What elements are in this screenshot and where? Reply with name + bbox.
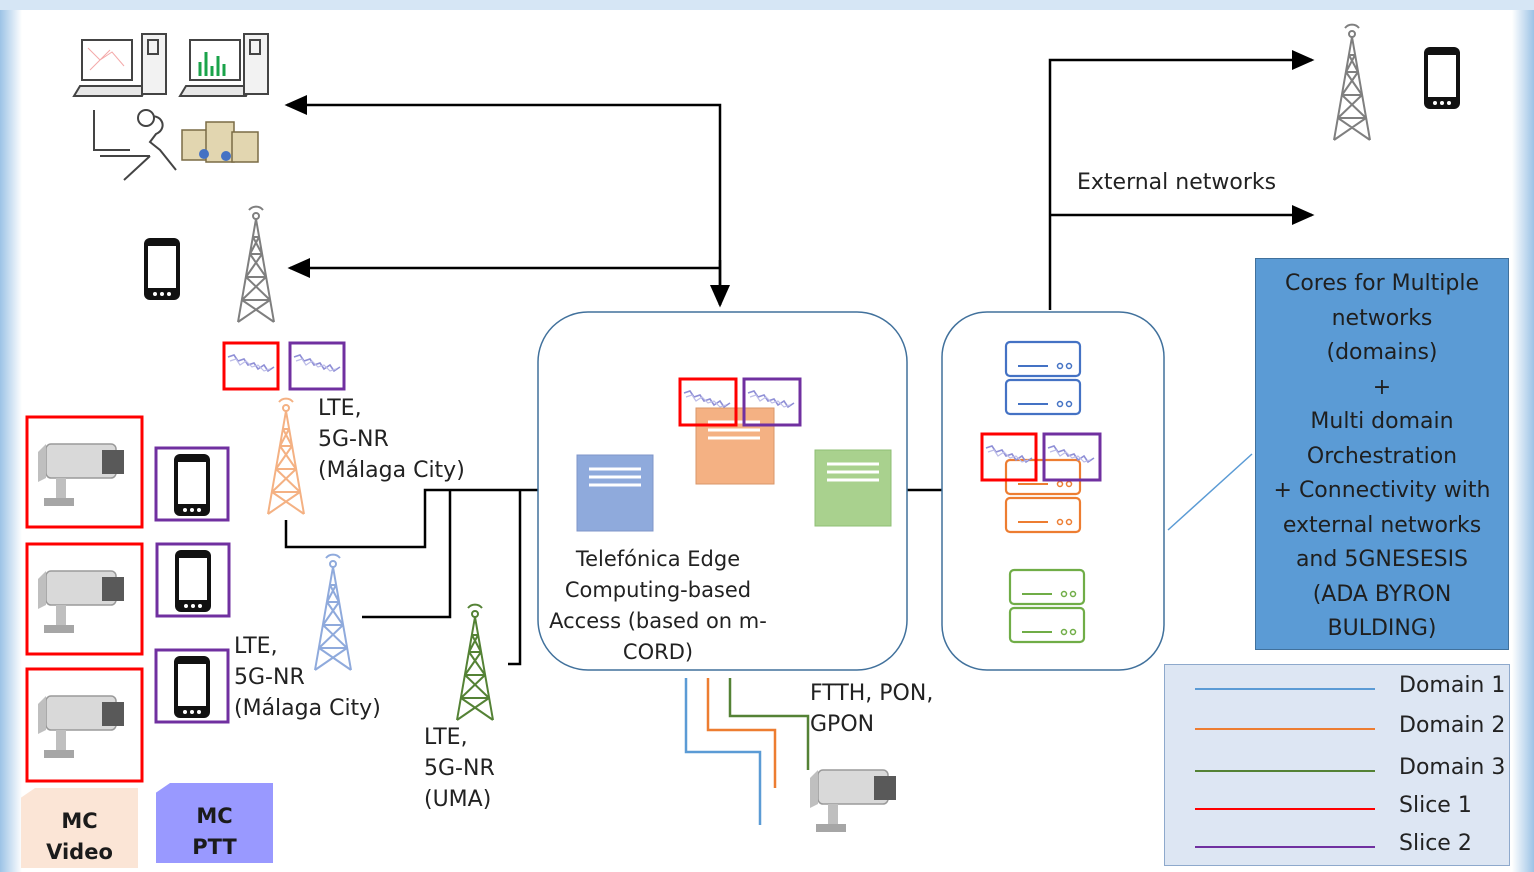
control-room-icon bbox=[72, 33, 269, 181]
cores-line: Orchestration bbox=[1306, 443, 1458, 469]
phone-frame-1 bbox=[154, 446, 230, 522]
mc-ptt-tag: MC PTT bbox=[156, 783, 273, 863]
phone-frame-2 bbox=[155, 542, 231, 618]
legend-item-domain1: Domain 1 bbox=[1165, 671, 1511, 707]
edge-doc-blue bbox=[576, 454, 654, 532]
cores-description-box: Cores for Multiple networks (domains) + … bbox=[1255, 258, 1509, 650]
slice1-box-edge bbox=[678, 377, 738, 427]
legend-label: Domain 1 bbox=[1399, 673, 1506, 698]
camera-frame-1 bbox=[25, 415, 144, 529]
access-links bbox=[284, 488, 540, 666]
camera-frame-3 bbox=[25, 667, 144, 783]
mc-ptt-line-2: PTT bbox=[192, 835, 237, 859]
cores-line: external networks bbox=[1282, 512, 1482, 538]
lte-top-line-2: 5G-NR bbox=[318, 427, 389, 452]
legend-item-domain3: Domain 3 bbox=[1165, 753, 1511, 789]
phone-icon-top bbox=[144, 238, 180, 300]
lte-uma-label: LTE, 5G-NR (UMA) bbox=[424, 722, 495, 815]
legend: Domain 1 Domain 2 Domain 3 Slice 1 Slice… bbox=[1164, 664, 1510, 866]
lte-top-line-3: (Málaga City) bbox=[318, 458, 465, 483]
ftth-camera-icon bbox=[809, 769, 897, 833]
lte-mid-line-1: LTE, bbox=[234, 634, 278, 659]
cores-line: + bbox=[1372, 374, 1392, 400]
phone-icon-2 bbox=[175, 550, 211, 612]
cores-line: and 5GNESESIS bbox=[1295, 547, 1469, 572]
lte-mid-line-3: (Málaga City) bbox=[234, 696, 381, 721]
edge-box bbox=[537, 311, 908, 671]
mc-video-line-1: MC bbox=[61, 809, 98, 833]
orange-tower-icon bbox=[267, 397, 305, 515]
gray-tower-icon bbox=[237, 205, 275, 323]
legend-label: Domain 2 bbox=[1399, 713, 1506, 738]
external-networks-label: External networks bbox=[1077, 170, 1277, 195]
edge-doc-green bbox=[814, 449, 892, 527]
cores-line: (domains) bbox=[1326, 340, 1438, 365]
ftth-line-1: FTTH, PON, bbox=[810, 681, 934, 706]
legend-swatch bbox=[1195, 846, 1375, 848]
legend-item-slice1: Slice 1 bbox=[1165, 791, 1511, 827]
link-core-external-top bbox=[1048, 50, 1315, 310]
external-tower-icon bbox=[1333, 23, 1371, 141]
slice2-box-core bbox=[1042, 432, 1102, 482]
cores-line: networks bbox=[1331, 305, 1433, 331]
lte-uma-line-1: LTE, bbox=[424, 725, 468, 750]
legend-swatch bbox=[1195, 770, 1375, 772]
phone-icon-3 bbox=[174, 656, 210, 718]
phone-icon-1 bbox=[174, 454, 210, 516]
legend-label: Slice 2 bbox=[1399, 831, 1472, 856]
fibre-lines bbox=[684, 678, 810, 825]
phone-frame-3 bbox=[154, 648, 230, 724]
edge-label: Telefónica Edge Computing-based Access (… bbox=[540, 544, 776, 668]
legend-item-domain2: Domain 2 bbox=[1165, 711, 1511, 747]
lte-uma-line-3: (UMA) bbox=[424, 787, 492, 812]
slice2-box-tower bbox=[288, 341, 346, 391]
mc-ptt-line-1: MC bbox=[196, 804, 233, 828]
external-phone-icon bbox=[1424, 47, 1460, 109]
ftth-line-2: GPON bbox=[810, 712, 875, 737]
cores-line: + Connectivity with bbox=[1273, 478, 1491, 503]
edge-line-2: Computing-based bbox=[564, 578, 752, 602]
core-box bbox=[941, 311, 1165, 671]
cores-line: (ADA BYRON bbox=[1312, 581, 1452, 607]
callout-line bbox=[1167, 453, 1253, 531]
legend-label: Domain 3 bbox=[1399, 755, 1506, 780]
slice2-box-edge bbox=[742, 377, 802, 427]
ftth-label: FTTH, PON, GPON bbox=[810, 678, 933, 740]
legend-swatch bbox=[1195, 728, 1375, 730]
link-edge-to-control bbox=[284, 95, 722, 305]
cores-line: Cores for Multiple bbox=[1284, 271, 1479, 296]
cores-line: BULDING) bbox=[1327, 616, 1437, 641]
slice1-box-core bbox=[980, 432, 1038, 482]
lte-uma-line-2: 5G-NR bbox=[424, 756, 495, 781]
edge-line-1: Telefónica Edge bbox=[575, 547, 741, 571]
camera-frame-2 bbox=[25, 542, 144, 656]
green-tower-icon bbox=[456, 603, 494, 721]
edge-line-4: CORD) bbox=[622, 640, 694, 664]
edge-line-3: Access (based on m- bbox=[549, 609, 767, 633]
mc-video-line-2: Video bbox=[46, 840, 113, 864]
cores-line: Multi domain bbox=[1310, 409, 1454, 434]
slice1-box-tower bbox=[222, 341, 280, 391]
lte-top-label: LTE, 5G-NR (Málaga City) bbox=[318, 393, 465, 486]
mc-video-tag: MC Video bbox=[21, 788, 138, 868]
legend-swatch bbox=[1195, 808, 1375, 810]
lte-mid-line-2: 5G-NR bbox=[234, 665, 305, 690]
lte-top-line-1: LTE, bbox=[318, 396, 362, 421]
legend-item-slice2: Slice 2 bbox=[1165, 829, 1511, 865]
legend-label: Slice 1 bbox=[1399, 793, 1472, 818]
lte-mid-label: LTE, 5G-NR (Málaga City) bbox=[234, 631, 381, 724]
legend-swatch bbox=[1195, 688, 1375, 690]
